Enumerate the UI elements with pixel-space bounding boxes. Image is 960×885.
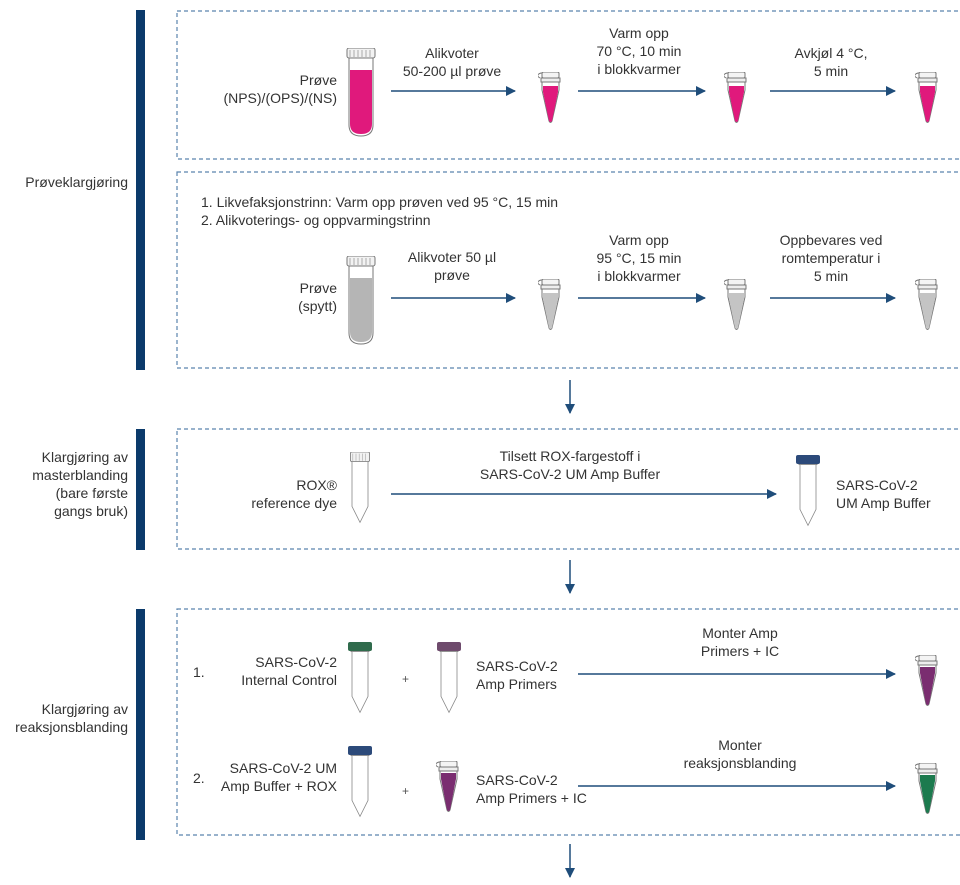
assemble-reaction-line-1: Monter (718, 737, 762, 753)
tube-rox-reagent (349, 452, 371, 523)
dashed-box-swab (176, 10, 960, 160)
tube-small-gray-1 (538, 279, 561, 330)
amp-primers-label: SARS-CoV-2 Amp Primers (476, 657, 558, 693)
sample-label-swab: Prøve (NPS)/(OPS)/(NS) (185, 71, 337, 107)
master-mix-label-line-1: Klargjøring av (41, 449, 128, 465)
amp-primers-line-1: SARS-CoV-2 (476, 658, 558, 674)
tube-small-pink-1 (538, 72, 561, 123)
amp-primers-ic-label: SARS-CoV-2 Amp Primers + IC (476, 771, 587, 807)
um-amp-buffer-label: SARS-CoV-2 UM Amp Buffer (836, 476, 931, 512)
ic-line-2: Internal Control (241, 672, 337, 688)
step-label-aliquot-1: Alikvoter 50-200 µl prøve (392, 44, 512, 80)
aliquot-1-line-1: Alikvoter (425, 45, 479, 61)
step-label-add-rox: Tilsett ROX-fargestoff i SARS-CoV-2 UM A… (440, 447, 700, 483)
heat-95-line-3: i blokkvarmer (597, 268, 681, 284)
tube-um-buffer-rox (348, 746, 372, 817)
tube-internal-control (348, 642, 372, 713)
step-label-store: Oppbevares ved romtemperatur i 5 min (766, 231, 896, 285)
store-line-1: Oppbevares ved (779, 232, 883, 248)
aliquot-2-line-2: prøve (434, 267, 470, 283)
step-label-aliquot-2: Alikvoter 50 µl prøve (392, 248, 512, 284)
tube-big-gray (346, 256, 376, 345)
store-line-3: 5 min (813, 268, 849, 284)
ic-line-1: SARS-CoV-2 (255, 654, 337, 670)
step-label-cool: Avkjøl 4 °C, 5 min (768, 44, 894, 80)
aliquot-2-line-1: Alikvoter 50 µl (407, 249, 497, 265)
sample-saliva-line-2: (spytt) (298, 298, 337, 314)
section-label-sample-prep: Prøveklargjøring (0, 173, 128, 191)
rox-line-2: reference dye (251, 495, 337, 511)
master-mix-label-line-4: gangs bruk) (54, 503, 128, 519)
um-buffer-line-2: UM Amp Buffer (836, 495, 931, 511)
cool-line-2: 5 min (813, 63, 849, 79)
heat-70-line-3: i blokkvarmer (597, 61, 681, 77)
heat-95-line-2: 95 °C, 15 min (596, 250, 682, 266)
assemble-primers-line-1: Monter Amp (702, 625, 778, 641)
amp-primers-line-2: Amp Primers (476, 676, 557, 692)
saliva-instructions: 1. Likvefaksjonstrinn: Varm opp prøven v… (201, 193, 558, 229)
tube-small-purple-primers-ic (436, 761, 459, 812)
internal-control-label: SARS-CoV-2 Internal Control (200, 653, 337, 689)
step-label-heat-95: Varm opp 95 °C, 15 min i blokkvarmer (576, 231, 702, 285)
tube-small-green (915, 763, 938, 814)
section-bar-master-mix (136, 429, 145, 550)
tube-small-purple (915, 655, 938, 706)
plus-sign-2: + (402, 784, 410, 798)
tube-small-gray-2 (724, 279, 747, 330)
reaction-mix-label-line-1: Klargjøring av (41, 701, 128, 717)
step-label-heat-70: Varm opp 70 °C, 10 min i blokkvarmer (576, 24, 702, 78)
heat-70-line-2: 70 °C, 10 min (596, 43, 682, 59)
sample-swab-line-1: Prøve (299, 72, 337, 88)
aliquot-1-line-2: 50-200 µl prøve (402, 63, 502, 79)
row-2-number: 2. (193, 770, 205, 786)
tube-small-pink-3 (915, 72, 938, 123)
heat-95-line-1: Varm opp (609, 232, 669, 248)
amp-primers-ic-line-1: SARS-CoV-2 (476, 772, 558, 788)
rox-reagent-label: ROX® reference dye (200, 476, 337, 512)
um-buffer-rox-label: SARS-CoV-2 UM Amp Buffer + ROX (200, 759, 337, 795)
assemble-reaction-line-2: reaksjonsblanding (683, 755, 797, 771)
cool-line-1: Avkjøl 4 °C, (794, 45, 868, 61)
step-label-assemble-reaction: Monter reaksjonsblanding (670, 736, 810, 772)
dashed-box-master-mix (176, 428, 960, 550)
store-line-2: romtemperatur i (781, 250, 881, 266)
heat-70-line-1: Varm opp (609, 25, 669, 41)
section-label-reaction-mix: Klargjøring av reaksjonsblanding (0, 700, 128, 736)
amp-primers-ic-line-2: Amp Primers + IC (476, 790, 587, 806)
tube-small-gray-3 (915, 279, 938, 330)
tube-amp-primers (437, 642, 461, 713)
assemble-primers-line-2: Primers + IC (700, 643, 780, 659)
section-bar-reaction-mix (136, 609, 145, 840)
instruction-1: 1. Likvefaksjonstrinn: Varm opp prøven v… (201, 194, 559, 210)
sample-swab-line-2: (NPS)/(OPS)/(NS) (223, 90, 337, 106)
add-rox-line-1: Tilsett ROX-fargestoff i (499, 448, 641, 464)
sample-label-saliva: Prøve (spytt) (185, 279, 337, 315)
master-mix-label-line-2: masterblanding (32, 467, 128, 483)
um-rox-line-2: Amp Buffer + ROX (220, 778, 337, 794)
rox-line-1: ROX® (296, 477, 337, 493)
section-label-master-mix: Klargjøring av masterblanding (bare førs… (0, 448, 128, 520)
dashed-box-saliva (176, 171, 960, 369)
dashed-box-reaction-mix (176, 608, 960, 836)
um-buffer-line-1: SARS-CoV-2 (836, 477, 918, 493)
um-rox-line-1: SARS-CoV-2 UM (229, 760, 337, 776)
add-rox-line-2: SARS-CoV-2 UM Amp Buffer (479, 466, 661, 482)
tube-big-pink (346, 48, 376, 137)
tube-small-pink-2 (724, 72, 747, 123)
section-label-sample-prep-text: Prøveklargjøring (25, 174, 128, 190)
section-bar-sample-prep (136, 10, 145, 370)
master-mix-label-line-3: (bare første (55, 485, 128, 501)
tube-um-amp-buffer (796, 455, 820, 526)
sample-saliva-line-1: Prøve (299, 280, 337, 296)
plus-sign-1: + (402, 672, 410, 686)
step-label-assemble-primers: Monter Amp Primers + IC (670, 624, 810, 660)
instruction-2: 2. Alikvoterings- og oppvarmingstrinn (201, 212, 431, 228)
row-1-number: 1. (193, 664, 205, 680)
reaction-mix-label-line-2: reaksjonsblanding (15, 719, 128, 735)
